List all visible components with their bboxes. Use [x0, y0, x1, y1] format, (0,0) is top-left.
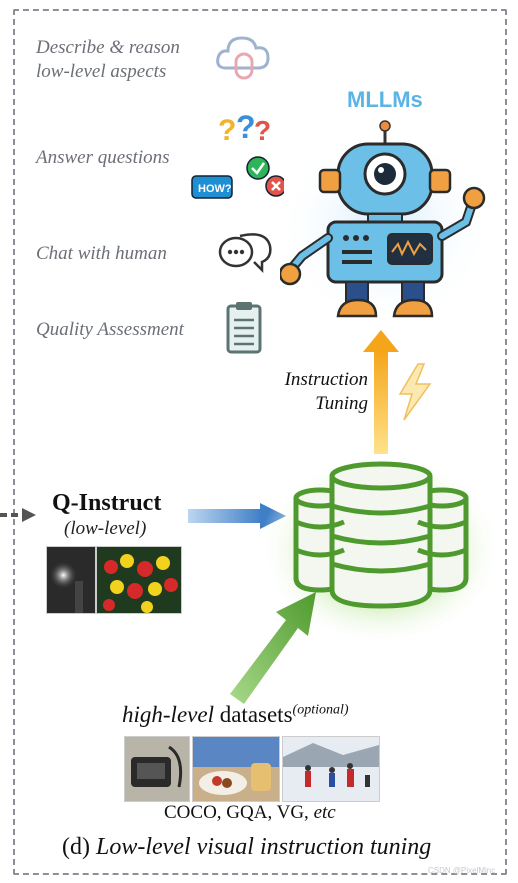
tuning-line: Tuning	[315, 393, 368, 414]
mllms-label: MLLMs	[347, 87, 423, 112]
up-arrow-green	[230, 592, 316, 704]
capability-answer: Answer questions	[36, 147, 170, 168]
dataset-list: COCO, GQA, VG,	[164, 802, 314, 823]
dashed-arrow-left	[0, 508, 36, 522]
capability-describe-line1: Describe & reason	[36, 37, 180, 58]
database-icon	[259, 442, 503, 638]
cloud-brain-icon	[216, 36, 270, 80]
capability-quality: Quality Assessment	[36, 319, 184, 340]
high-level-word: high-level	[122, 702, 214, 727]
caption-title: Low-level visual instruction tuning	[95, 834, 432, 860]
q-instruct-subtitle: (low-level)	[64, 518, 147, 539]
chat-bubbles-icon	[218, 233, 272, 274]
instruction-tuning-label: Instruction Tuning	[250, 368, 368, 416]
capability-describe: Describe & reason low-level aspects	[36, 36, 180, 84]
dataset-photo-phone	[124, 736, 190, 802]
dashed-frame	[13, 9, 507, 875]
watermark: CSDN @PixelMinc	[428, 866, 496, 875]
question-marks-icon: ? ? ? HOW?	[191, 110, 284, 199]
low-level-photo-flowers	[96, 546, 182, 614]
figure-caption: (d) Low-level visual instruction tuning	[62, 834, 431, 861]
svg-text:?: ?	[254, 115, 271, 146]
lightning-icon	[398, 363, 432, 421]
capability-describe-line2: low-level aspects	[36, 61, 167, 82]
q-instruct-title: Q-Instruct	[52, 490, 162, 516]
dataset-names: COCO, GQA, VG, etc	[164, 802, 336, 824]
svg-text:?: ?	[218, 114, 236, 147]
dataset-photo-food	[192, 736, 280, 802]
up-arrow-orange	[363, 330, 399, 454]
robot-icon	[280, 120, 495, 328]
datasets-word: datasets	[213, 702, 293, 727]
high-level-datasets-label: high-level datasets(optional)	[122, 702, 349, 728]
clipboard-icon	[226, 302, 262, 354]
how-label: HOW?	[198, 183, 232, 195]
low-level-photo-dark	[46, 546, 96, 614]
dataset-photo-ski	[282, 736, 380, 802]
dataset-etc: etc	[313, 802, 336, 823]
capability-chat: Chat with human	[36, 243, 167, 264]
instruction-line: Instruction	[284, 369, 368, 390]
optional-tag: (optional)	[292, 702, 349, 718]
caption-prefix: (d)	[62, 834, 96, 860]
svg-text:?: ?	[236, 110, 256, 145]
